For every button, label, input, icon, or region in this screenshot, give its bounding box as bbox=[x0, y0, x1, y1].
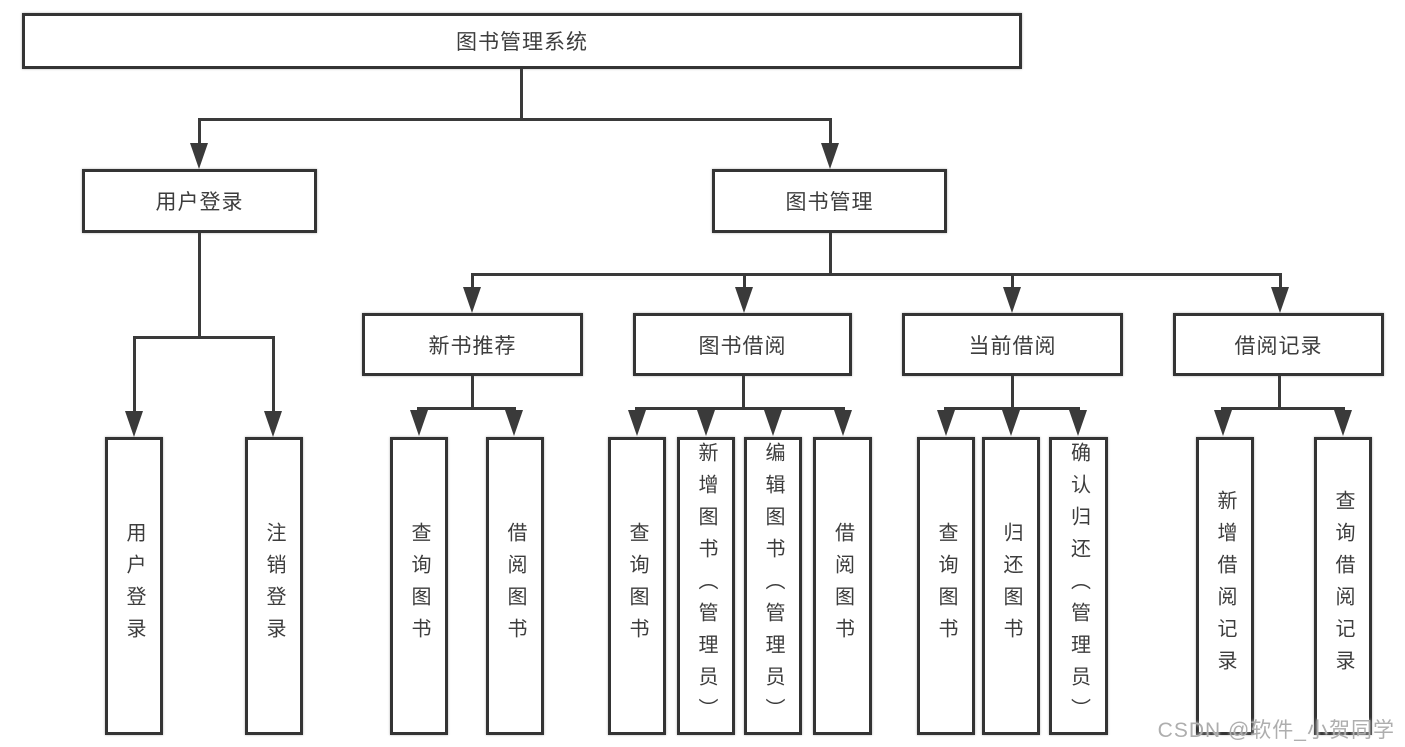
arrow-down-icon bbox=[1271, 287, 1289, 313]
arrow-down-icon bbox=[937, 410, 955, 436]
connector-vline bbox=[742, 376, 745, 407]
node-current-borrowing: 当前借阅 bbox=[902, 313, 1123, 376]
leaf-label: 编辑图书（管理员） bbox=[762, 442, 784, 730]
leaf-label: 归还图书 bbox=[1000, 522, 1022, 650]
arrow-down-icon bbox=[735, 287, 753, 313]
node-query-books-current: 查询图书 bbox=[917, 437, 975, 735]
leaf-label: 查询借阅记录 bbox=[1332, 490, 1354, 682]
connector-vline bbox=[272, 336, 275, 414]
connector-vline bbox=[198, 118, 201, 146]
arrow-down-icon bbox=[821, 143, 839, 169]
connector-hline bbox=[471, 273, 1281, 276]
connector-vline bbox=[829, 233, 832, 273]
node-borrow-records: 借阅记录 bbox=[1173, 313, 1384, 376]
arrow-down-icon bbox=[1214, 410, 1232, 436]
node-borrow-books-recommend: 借阅图书 bbox=[486, 437, 544, 735]
leaf-label: 查询图书 bbox=[408, 522, 430, 650]
node-library-system: 图书管理系统 bbox=[22, 13, 1022, 69]
node-book-management: 图书管理 bbox=[712, 169, 947, 233]
connector-vline bbox=[520, 69, 523, 118]
connector-vline bbox=[829, 118, 832, 146]
watermark: CSDN @软件_小贺同学 bbox=[1157, 719, 1395, 742]
node-new-book-recommend: 新书推荐 bbox=[362, 313, 583, 376]
connector-hline bbox=[133, 336, 274, 339]
leaf-label: 用户登录 bbox=[123, 522, 145, 650]
connector-vline bbox=[743, 273, 746, 289]
arrow-down-icon bbox=[1002, 410, 1020, 436]
node-query-borrow-record: 查询借阅记录 bbox=[1314, 437, 1372, 735]
arrow-down-icon bbox=[505, 410, 523, 436]
node-return-books: 归还图书 bbox=[982, 437, 1040, 735]
leaf-label: 新增图书（管理员） bbox=[695, 442, 717, 730]
arrow-down-icon bbox=[1334, 410, 1352, 436]
connector-hline bbox=[198, 118, 832, 121]
node-query-books-borrowing: 查询图书 bbox=[608, 437, 666, 735]
arrow-down-icon bbox=[697, 410, 715, 436]
connector-vline bbox=[1278, 376, 1281, 407]
arrow-down-icon bbox=[628, 410, 646, 436]
leaf-label: 新增借阅记录 bbox=[1214, 490, 1236, 682]
arrow-down-icon bbox=[1069, 410, 1087, 436]
connector-vline bbox=[471, 273, 474, 289]
arrow-down-icon bbox=[463, 287, 481, 313]
arrow-down-icon bbox=[190, 143, 208, 169]
connector-hline bbox=[635, 407, 845, 410]
node-add-books-admin: 新增图书（管理员） bbox=[677, 437, 735, 735]
node-edit-books-admin: 编辑图书（管理员） bbox=[744, 437, 802, 735]
node-logout: 注销登录 bbox=[245, 437, 303, 735]
node-borrow-books-leaf: 借阅图书 bbox=[813, 437, 872, 735]
arrow-down-icon bbox=[410, 410, 428, 436]
arrow-down-icon bbox=[834, 410, 852, 436]
leaf-label: 注销登录 bbox=[263, 522, 285, 650]
connector-vline bbox=[1011, 273, 1014, 289]
connector-vline bbox=[1011, 376, 1014, 407]
leaf-label: 查询图书 bbox=[626, 522, 648, 650]
connector-vline bbox=[198, 233, 201, 336]
connector-vline bbox=[1279, 273, 1282, 289]
connector-vline bbox=[133, 336, 136, 414]
connector-hline bbox=[417, 407, 516, 410]
arrow-down-icon bbox=[264, 411, 282, 437]
node-user-login-leaf: 用户登录 bbox=[105, 437, 163, 735]
arrow-down-icon bbox=[125, 411, 143, 437]
node-book-borrowing: 图书借阅 bbox=[633, 313, 852, 376]
arrow-down-icon bbox=[1003, 287, 1021, 313]
node-query-books-recommend: 查询图书 bbox=[390, 437, 448, 735]
leaf-label: 借阅图书 bbox=[504, 522, 526, 650]
connector-hline bbox=[1221, 407, 1345, 410]
leaf-label: 确认归还（管理员） bbox=[1067, 442, 1090, 730]
connector-hline bbox=[944, 407, 1080, 410]
leaf-label: 查询图书 bbox=[935, 522, 957, 650]
arrow-down-icon bbox=[764, 410, 782, 436]
node-confirm-return-admin: 确认归还（管理员） bbox=[1049, 437, 1108, 735]
node-user-login: 用户登录 bbox=[82, 169, 317, 233]
node-add-borrow-record: 新增借阅记录 bbox=[1196, 437, 1254, 735]
connector-vline bbox=[471, 376, 474, 407]
leaf-label: 借阅图书 bbox=[831, 522, 854, 650]
